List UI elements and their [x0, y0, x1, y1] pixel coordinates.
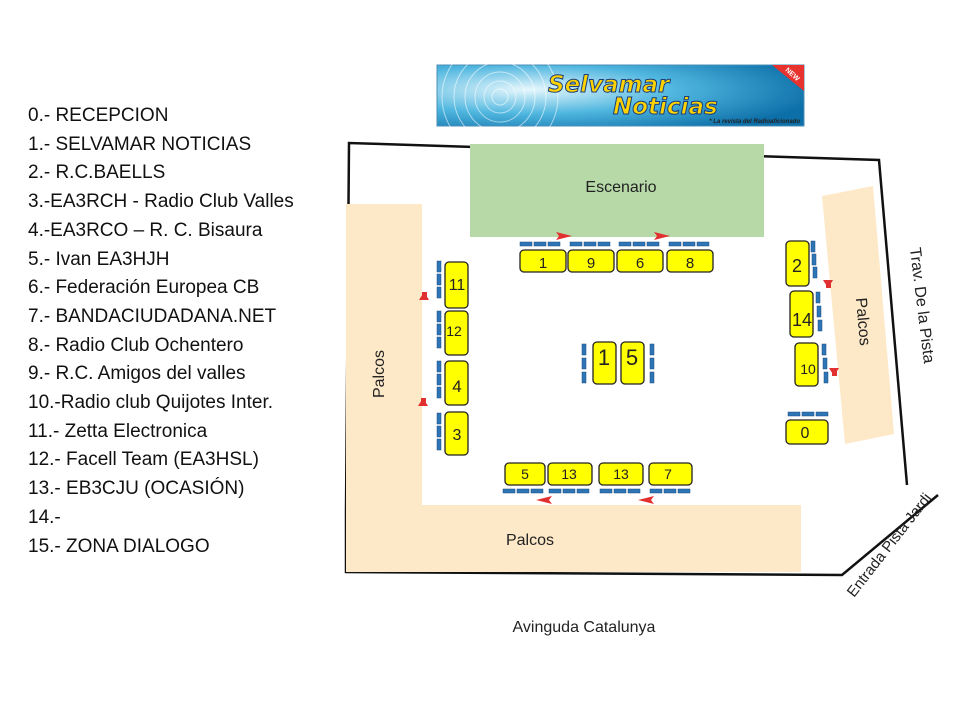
palcos-right-area — [822, 186, 894, 444]
booth-label: 10 — [800, 361, 816, 377]
booth — [620, 341, 645, 385]
legend-item-14: 14.- — [28, 506, 61, 528]
arrow-icon — [638, 496, 654, 504]
legend-item-1: 1.- SELVAMAR NOTICIAS — [28, 133, 252, 155]
arrow-icon — [829, 368, 839, 376]
legend-list: 0.- RECEPCION 1.- SELVAMAR NOTICIAS 2.- … — [28, 102, 294, 561]
booth — [648, 462, 693, 486]
legend-item-4: 4.-EA3RCO – R. C. Bisaura — [28, 219, 263, 241]
booth-label: 0 — [801, 425, 810, 442]
booth — [444, 360, 469, 406]
legend-item-11: 11.- Zetta Electronica — [28, 420, 208, 442]
legend-item-8: 8.- Radio Club Ochentero — [28, 334, 244, 356]
palcos-bottom-label: Palcos — [506, 532, 554, 549]
booth-label: 4 — [452, 377, 461, 396]
palcos-bottom-area — [346, 505, 801, 572]
arrows — [418, 232, 839, 504]
arrow-icon — [418, 398, 428, 406]
booth-label: 8 — [686, 255, 694, 272]
booth-label: 5 — [521, 466, 529, 482]
legend-item-10: 10.-Radio club Quijotes Inter. — [28, 392, 274, 414]
booth — [616, 249, 664, 273]
palcos-right-label: Palcos — [852, 297, 873, 346]
arrow-icon — [419, 292, 429, 300]
booth-label: 13 — [613, 466, 629, 482]
booth-column-right: 2 14 10 0 — [785, 240, 829, 445]
booth-label: 13 — [561, 466, 577, 482]
arrow-icon — [536, 496, 552, 504]
legend-item-9: 9.- R.C. Amigos del valles — [28, 363, 246, 385]
booth-column-left: 11 12 4 3 — [444, 261, 469, 456]
legend-item-13: 13.- EB3CJU (OCASIÓN) — [28, 478, 245, 500]
arrow-icon — [556, 232, 572, 240]
legend-item-12: 12.- Facell Team (EA3HSL) — [28, 449, 259, 471]
legend-item-15: 15.- ZONA DIALOGO — [28, 535, 210, 557]
booth-label: 12 — [446, 323, 462, 339]
booth — [444, 310, 469, 356]
booth — [444, 261, 469, 309]
stage-label: Escenario — [585, 179, 656, 196]
booth-row-bottom: 5 13 13 7 — [504, 462, 693, 486]
selvamar-logo: Selvamar Noticias NEW * La revista del R… — [436, 38, 805, 156]
legend-item-0: 0.- RECEPCION — [28, 105, 169, 126]
booth — [519, 249, 567, 273]
booth — [789, 290, 814, 338]
booth-label: 6 — [636, 255, 644, 272]
booth — [444, 411, 469, 456]
street-bottom: Avinguda Catalunya — [513, 619, 656, 636]
arrow-icon — [823, 280, 833, 288]
logo-tagline: * La revista del Radioaficionado — [709, 119, 800, 125]
street-right: Trav. De la Pista — [906, 247, 937, 365]
logo-line-2: Noticias — [613, 94, 718, 120]
booth-label: 3 — [453, 427, 462, 444]
booth-label: 5 — [626, 345, 638, 370]
legend-item-7: 7.- BANDACIUDADANA.NET — [28, 305, 277, 327]
legend-item-3: 3.-EA3RCH - Radio Club Valles — [28, 191, 294, 213]
logo-line-1: Selvamar — [548, 72, 671, 98]
booth — [567, 249, 615, 273]
booth — [592, 341, 617, 385]
booth-label: 11 — [449, 277, 466, 294]
booth — [785, 419, 829, 445]
booth-label: 14 — [792, 310, 812, 330]
booth-row-top: 1 9 6 8 — [519, 249, 714, 273]
booth — [785, 240, 810, 287]
stage-area — [470, 144, 764, 237]
legend-item-2: 2.- R.C.BAELLS — [28, 162, 166, 184]
new-badge-shape — [772, 65, 804, 91]
booth-label: 9 — [587, 255, 595, 272]
booth-label: 1 — [539, 255, 547, 272]
booth-label: 1 — [598, 345, 610, 370]
chairs — [436, 240, 829, 494]
booth-center: 1 5 — [592, 341, 645, 385]
street-corner: Entrada Pista Jardi — [844, 490, 935, 600]
booth — [547, 462, 593, 486]
legend-item-5: 5.- Ivan EA3HJH — [28, 248, 170, 270]
booth-label: 7 — [664, 466, 672, 482]
booth — [598, 462, 644, 486]
booth-label: 2 — [792, 256, 802, 276]
booth — [666, 249, 714, 273]
booth — [504, 462, 546, 486]
arrow-icon — [654, 232, 670, 240]
legend-item-6: 6.- Federación Europea CB — [28, 277, 260, 299]
booth — [794, 342, 819, 387]
palcos-left-label: Palcos — [371, 350, 388, 398]
